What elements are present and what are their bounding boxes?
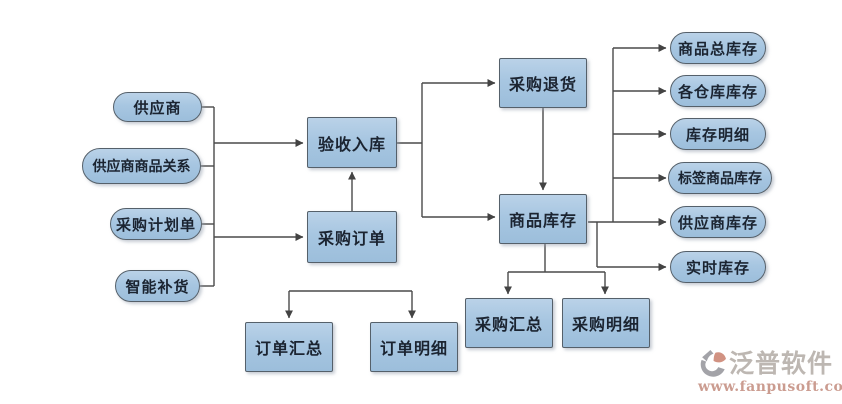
node-total-goods-inventory: 商品总库存 <box>670 32 766 64</box>
fanpu-watermark: 泛普软件 www.fanpusoft.com <box>698 349 842 401</box>
node-realtime-inventory: 实时库存 <box>670 251 766 283</box>
node-smart-replenishment: 智能补货 <box>115 270 200 302</box>
node-supplier-inventory: 供应商库存 <box>670 206 766 238</box>
node-per-warehouse-inventory: 各仓库库存 <box>670 75 766 107</box>
fanpu-logo-icon <box>700 350 726 377</box>
node-inventory-detail: 库存明细 <box>670 118 766 150</box>
node-goods-inventory: 商品库存 <box>499 194 587 244</box>
node-order-summary: 订单汇总 <box>245 322 333 372</box>
node-tagged-goods-inventory: 标签商品库存 <box>668 162 772 194</box>
node-supplier: 供应商 <box>113 92 202 122</box>
watermark-url: www.fanpusoft.com <box>698 379 842 395</box>
node-purchase-summary: 采购汇总 <box>465 298 553 348</box>
node-purchase-plan: 采购计划单 <box>110 208 202 240</box>
node-purchase-return: 采购退货 <box>499 58 587 108</box>
watermark-brand: 泛普软件 <box>729 349 834 378</box>
node-order-detail: 订单明细 <box>370 322 458 372</box>
node-inbound-acceptance: 验收入库 <box>307 117 397 168</box>
node-purchase-detail: 采购明细 <box>562 298 650 348</box>
node-supplier-goods-relation: 供应商商品关系 <box>82 148 201 184</box>
node-purchase-order: 采购订单 <box>307 211 397 263</box>
